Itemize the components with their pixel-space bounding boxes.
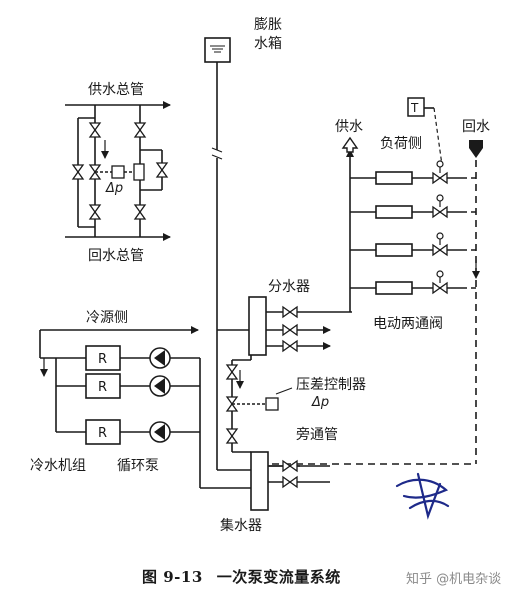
supply-arrow-icon: [341, 136, 359, 153]
distributor-label: 分水器: [268, 279, 310, 295]
thermostat-label: T: [410, 101, 419, 115]
inset-valves: [72, 122, 168, 220]
inset-delta-p-label: Δp: [105, 181, 123, 196]
return-main-label: 回水总管: [88, 248, 144, 264]
handwritten-scribble: [395, 472, 450, 520]
cold-source-loop: [39, 326, 251, 489]
chiller-2-label: R: [98, 380, 107, 395]
bypass-line: [231, 355, 293, 453]
return-label: 回水: [462, 119, 490, 135]
chiller-1-label: R: [98, 352, 107, 367]
supply-main-label: 供水总管: [88, 82, 144, 98]
diff-pressure-controller-label: 压差控制器: [296, 377, 366, 393]
expansion-tank-label-1: 膨胀: [254, 16, 282, 33]
circulation-pump-label: 循环泵: [117, 458, 159, 474]
watermark-text: 知乎 @机电杂谈: [406, 572, 502, 587]
load-branches: [272, 107, 480, 465]
circulation-pumps: [149, 347, 171, 443]
thermostat-box: [407, 97, 425, 117]
expansion-tank-label-2: 水箱: [254, 36, 282, 52]
cold-source-side-label: 冷源侧: [86, 310, 128, 326]
chiller-unit-label: 冷水机组: [30, 458, 86, 474]
electric-valve-label: 电动两通阀: [373, 316, 443, 332]
chiller-3-label: R: [98, 426, 107, 441]
distributor-header: [217, 296, 352, 356]
bypass-pipe-label: 旁通管: [296, 426, 338, 443]
main-valves: [226, 160, 448, 488]
expansion-tank: [204, 37, 231, 410]
return-arrow-icon: [469, 140, 483, 158]
collector-label: 集水器: [220, 517, 262, 534]
figure-title: 一次泵变流量系统: [216, 568, 341, 586]
figure-number: 图 9-13: [142, 568, 203, 586]
main-delta-p-label: Δp: [311, 395, 329, 410]
figure-caption: 图 9-13 一次泵变流量系统: [142, 566, 355, 587]
supply-label: 供水: [335, 119, 363, 135]
load-side-label: 负荷侧: [380, 136, 422, 152]
